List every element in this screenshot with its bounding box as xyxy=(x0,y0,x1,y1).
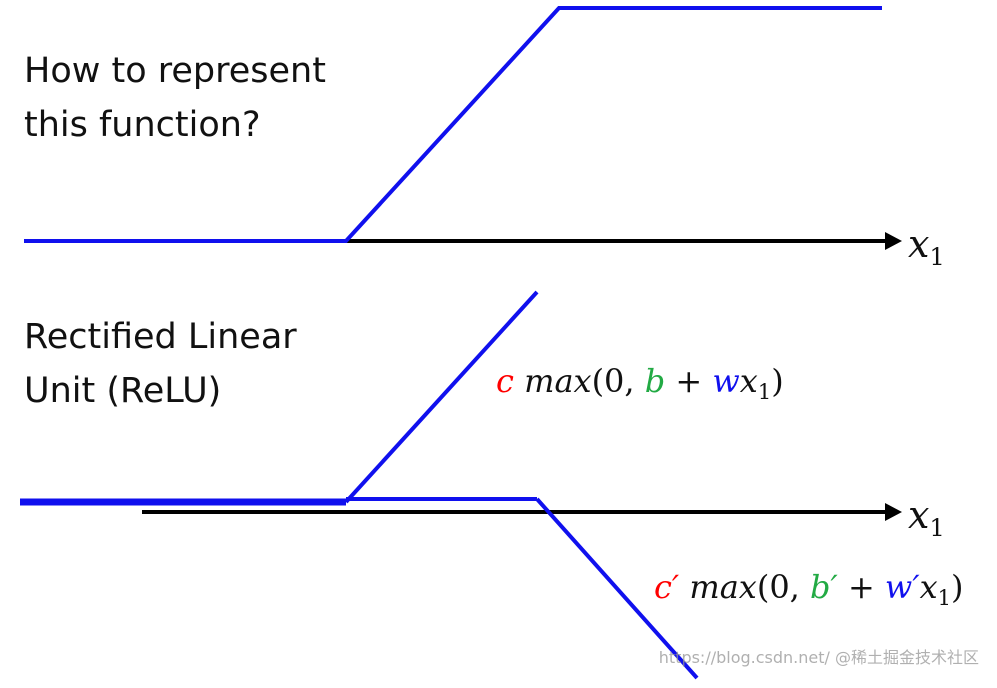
relu-1-rising-segment xyxy=(344,290,539,504)
top-axis-label-base: x xyxy=(908,222,930,266)
formula-1-max: max xyxy=(524,362,592,400)
formula-2-open: (0, xyxy=(756,568,811,606)
bottom-axis-label-subscript: 1 xyxy=(929,514,945,542)
top-question-text: How to represent this function? xyxy=(24,44,326,152)
formula-2-coef-b: b′ xyxy=(810,568,838,606)
formula-2-coef-w: w′ xyxy=(884,568,920,606)
relu-title-line-1: Rectified Linear xyxy=(24,317,297,357)
formula-1-plus: + xyxy=(665,362,713,400)
formula-1-coef-w: w xyxy=(712,362,740,400)
formula-2-close: ) xyxy=(951,568,964,606)
formula-2-var-x: x xyxy=(919,568,938,606)
formula-1-coef-c: c xyxy=(496,362,514,400)
formula-1-close: ) xyxy=(771,362,784,400)
relu-title-line-2: Unit (ReLU) xyxy=(24,371,222,411)
bottom-axis-label-base: x xyxy=(908,493,930,537)
formula-2-max: max xyxy=(689,568,757,606)
formula-1-subscript: 1 xyxy=(757,380,772,404)
relu-title: Rectified Linear Unit (ReLU) xyxy=(24,310,297,418)
relu-formula-2: c′ max(0, b′ + w′x1) xyxy=(654,568,963,610)
top-target-function-curve xyxy=(24,6,882,243)
formula-2-plus: + xyxy=(837,568,885,606)
formula-2-subscript: 1 xyxy=(937,586,951,610)
bottom-axis-label: x1 xyxy=(908,493,945,542)
watermark-text: https://blog.csdn.net/ @稀土掘金技术社区 xyxy=(658,648,979,667)
formula-2-coef-c: c′ xyxy=(654,568,680,606)
top-x-axis-arrowhead xyxy=(885,232,902,250)
formula-1-open: (0, xyxy=(591,362,645,400)
relu-2-falling-segment xyxy=(535,497,699,680)
top-question-line-2: this function? xyxy=(24,105,261,145)
top-question-line-1: How to represent xyxy=(24,51,326,91)
top-axis-label: x1 xyxy=(908,222,945,271)
relu-formula-1: c max(0, b + wx1) xyxy=(496,362,784,404)
formula-1-coef-b: b xyxy=(644,362,666,400)
formula-1-var-x: x xyxy=(739,362,758,400)
top-axis-label-subscript: 1 xyxy=(929,243,945,271)
bottom-x-axis-arrowhead xyxy=(885,503,902,521)
